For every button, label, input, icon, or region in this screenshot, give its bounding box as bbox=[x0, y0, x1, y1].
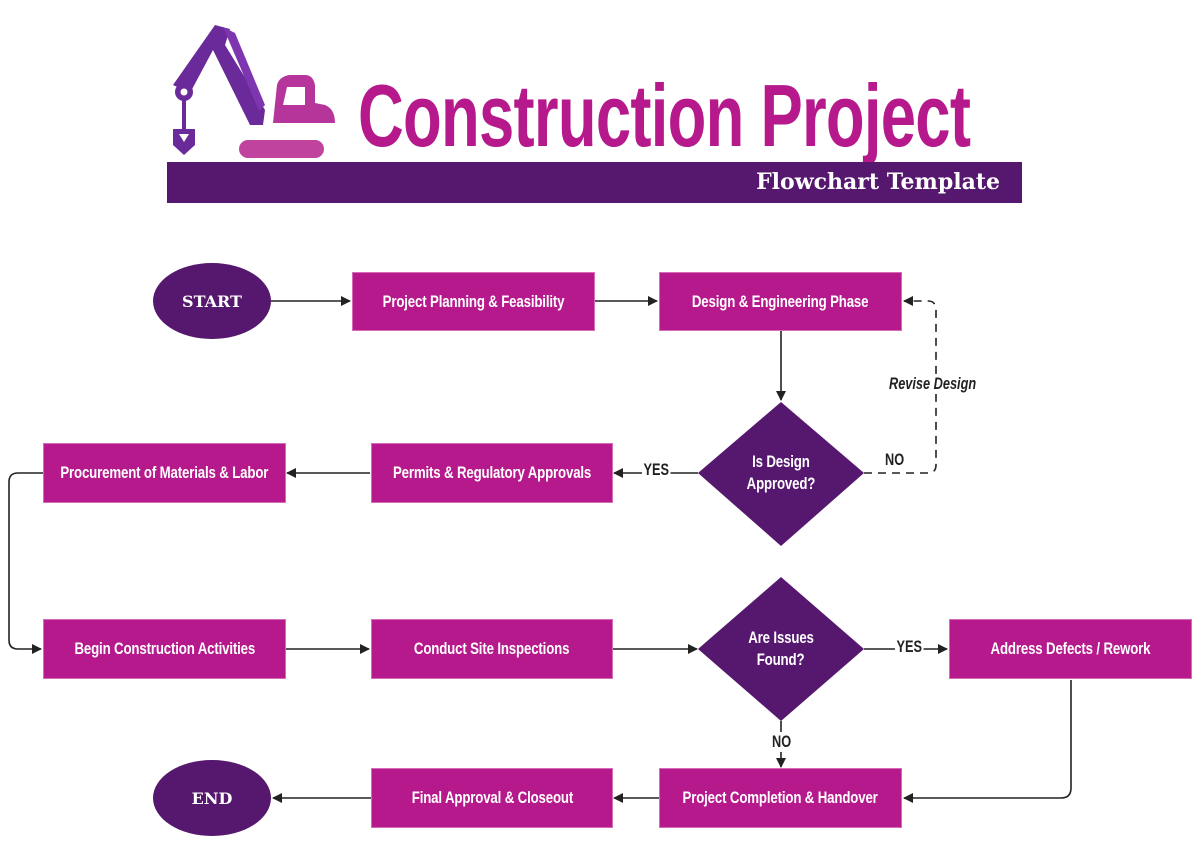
edge-rework-completion bbox=[903, 680, 1072, 803]
decision-design-approved-shape bbox=[698, 402, 864, 546]
decision-issues-found-shape bbox=[698, 577, 864, 721]
start-label: START bbox=[182, 291, 242, 311]
end-label: END bbox=[191, 788, 233, 808]
page-title: Construction Project bbox=[358, 66, 971, 165]
step-permits-label: Permits & Regulatory Approvals bbox=[392, 463, 592, 482]
edge-label-design-yes: YES bbox=[642, 460, 671, 480]
decision-issues-line2: Found? bbox=[757, 650, 805, 669]
step-procurement[interactable]: Procurement of Materials & Labor bbox=[43, 443, 286, 503]
edge-procurement-construction bbox=[8, 472, 43, 654]
edge-label-revise-design: Revise Design bbox=[889, 374, 977, 394]
step-completion-label: Project Completion & Handover bbox=[682, 788, 879, 807]
step-inspections-label: Conduct Site Inspections bbox=[414, 639, 570, 658]
step-closeout-label: Final Approval & Closeout bbox=[411, 788, 573, 807]
step-construction[interactable]: Begin Construction Activities bbox=[43, 619, 286, 679]
end-terminal[interactable]: END bbox=[153, 760, 271, 836]
subtitle-banner: Flowchart Template bbox=[167, 162, 1022, 203]
step-rework[interactable]: Address Defects / Rework bbox=[949, 619, 1192, 679]
start-terminal[interactable]: START bbox=[153, 263, 271, 339]
step-construction-label: Begin Construction Activities bbox=[74, 639, 255, 658]
decision-design-line2: Approved? bbox=[746, 474, 816, 493]
step-inspections[interactable]: Conduct Site Inspections bbox=[371, 619, 613, 679]
excavator-icon bbox=[173, 25, 335, 158]
edge-label-issues-no: NO bbox=[772, 732, 792, 752]
step-completion[interactable]: Project Completion & Handover bbox=[659, 768, 902, 828]
step-design-label: Design & Engineering Phase bbox=[692, 291, 869, 311]
decision-issues-found[interactable]: Are Issues Found? bbox=[718, 621, 844, 677]
step-rework-label: Address Defects / Rework bbox=[990, 639, 1151, 658]
step-closeout[interactable]: Final Approval & Closeout bbox=[371, 768, 613, 828]
step-planning-label: Project Planning & Feasibility bbox=[382, 291, 565, 311]
step-planning[interactable]: Project Planning & Feasibility bbox=[352, 272, 595, 331]
step-permits[interactable]: Permits & Regulatory Approvals bbox=[371, 443, 613, 503]
edge-label-design-no: NO bbox=[885, 450, 905, 469]
decision-design-approved[interactable]: Is Design Approved? bbox=[718, 445, 844, 501]
edge-label-issues-yes: YES bbox=[895, 637, 924, 657]
subtitle: Flowchart Template bbox=[756, 169, 1000, 195]
step-procurement-label: Procurement of Materials & Labor bbox=[60, 463, 269, 482]
decision-design-line1: Is Design bbox=[752, 452, 810, 471]
decision-issues-line1: Are Issues bbox=[748, 628, 814, 647]
step-design[interactable]: Design & Engineering Phase bbox=[659, 272, 902, 331]
